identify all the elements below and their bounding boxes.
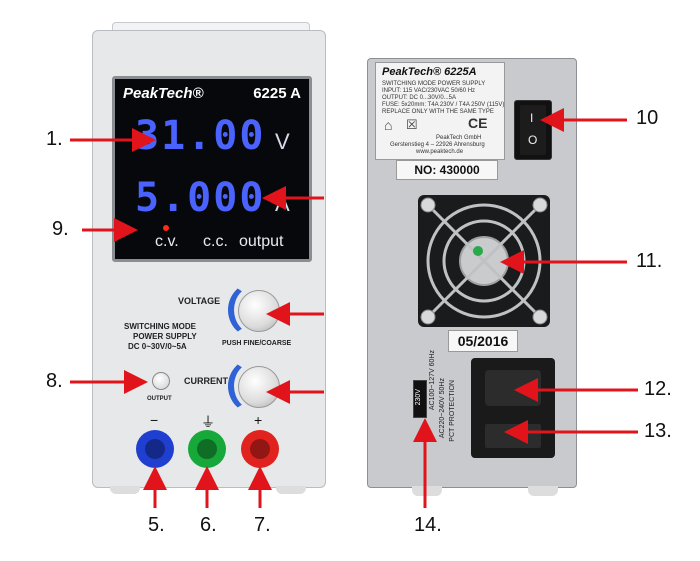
current-knob-label: CURRENT xyxy=(184,376,228,386)
ground-jack[interactable] xyxy=(188,430,226,468)
indicator-cv: c.v. xyxy=(155,233,179,250)
sticker-line: REPLACE ONLY WITH THE SAME TYPE xyxy=(382,109,494,115)
voltage-knob-ring xyxy=(228,282,282,338)
callout-13: 13. xyxy=(644,420,672,442)
description-line3: DC 0~30V/0~5A xyxy=(128,342,187,351)
sticker-company: PeakTech GmbH xyxy=(436,135,482,141)
back-brand-logo: PeakTech® 6225A xyxy=(382,66,477,78)
front-model-number: 6225 A xyxy=(253,85,301,102)
description-line1: SWITCHING MODE xyxy=(124,322,196,331)
callout-10: 10 xyxy=(636,107,659,129)
callout-11: 11. xyxy=(636,250,663,272)
front-brand-logo: PeakTech® xyxy=(123,85,204,102)
voltage-knob-label: VOLTAGE xyxy=(178,296,221,306)
sticker-line: INPUT: 115 VAC/230VAC 50/60 Hz xyxy=(382,88,476,94)
callout-9: 9. xyxy=(52,218,69,240)
manufacture-date-tag: 05/2016 xyxy=(448,330,518,352)
positive-jack[interactable] xyxy=(241,430,279,468)
rear-foot-right xyxy=(528,486,558,496)
indicator-cc: c.c. xyxy=(203,233,228,250)
callout-14: 14. xyxy=(414,514,442,536)
voltage-unit: V xyxy=(275,129,290,154)
front-foot-right xyxy=(276,486,306,494)
callout-7: 7. xyxy=(254,514,271,536)
push-fine-coarse-label: PUSH FINE/COARSE xyxy=(222,340,292,347)
house-icon: ⌂ xyxy=(384,117,393,133)
weee-bin-icon: ☒ xyxy=(406,117,418,132)
sticker-address: Gerstenstieg 4 – 22926 Ahrensburg xyxy=(390,142,485,148)
switch-off-mark: O xyxy=(528,133,538,147)
callout-5: 5. xyxy=(148,514,165,536)
cv-led xyxy=(163,225,169,231)
sticker-website: www.peaktech.de xyxy=(416,149,464,155)
callout-12: 12. xyxy=(644,378,672,400)
sticker-line: OUTPUT: DC 0...30V/0...5A xyxy=(382,95,457,101)
output-button-label: OUTPUT xyxy=(147,396,172,402)
ground-symbol: ⏚ xyxy=(201,414,215,430)
ce-mark-icon: CE xyxy=(468,115,488,131)
minus-symbol: − xyxy=(150,412,159,428)
sticker-line: FUSE: 5x20mm: T4A 230V / T4A 250V (115V) xyxy=(382,102,505,108)
voltage-readout: 31.00 xyxy=(135,113,266,159)
plus-symbol: + xyxy=(254,412,263,428)
serial-number-tag: NO: 430000 xyxy=(396,160,498,180)
front-foot-left xyxy=(110,486,140,494)
callout-6: 6. xyxy=(200,514,217,536)
switch-on-mark: I xyxy=(530,111,534,125)
output-button[interactable] xyxy=(152,372,170,390)
callout-8: 8. xyxy=(46,370,63,392)
indicator-output: output xyxy=(239,233,284,250)
rating-sticker: PeakTech® 6225A SWITCHING MODE POWER SUP… xyxy=(375,62,505,160)
description-line2: POWER SUPPLY xyxy=(133,332,197,341)
negative-jack[interactable] xyxy=(136,430,174,468)
sticker-line: SWITCHING MODE POWER SUPPLY xyxy=(382,81,486,87)
voltage-selector-switch[interactable]: 230V xyxy=(413,380,427,418)
current-knob-ring xyxy=(228,358,282,414)
callout-1: 1. xyxy=(46,128,63,150)
current-readout: 5.000 xyxy=(135,175,266,221)
rear-foot-left xyxy=(412,486,442,496)
